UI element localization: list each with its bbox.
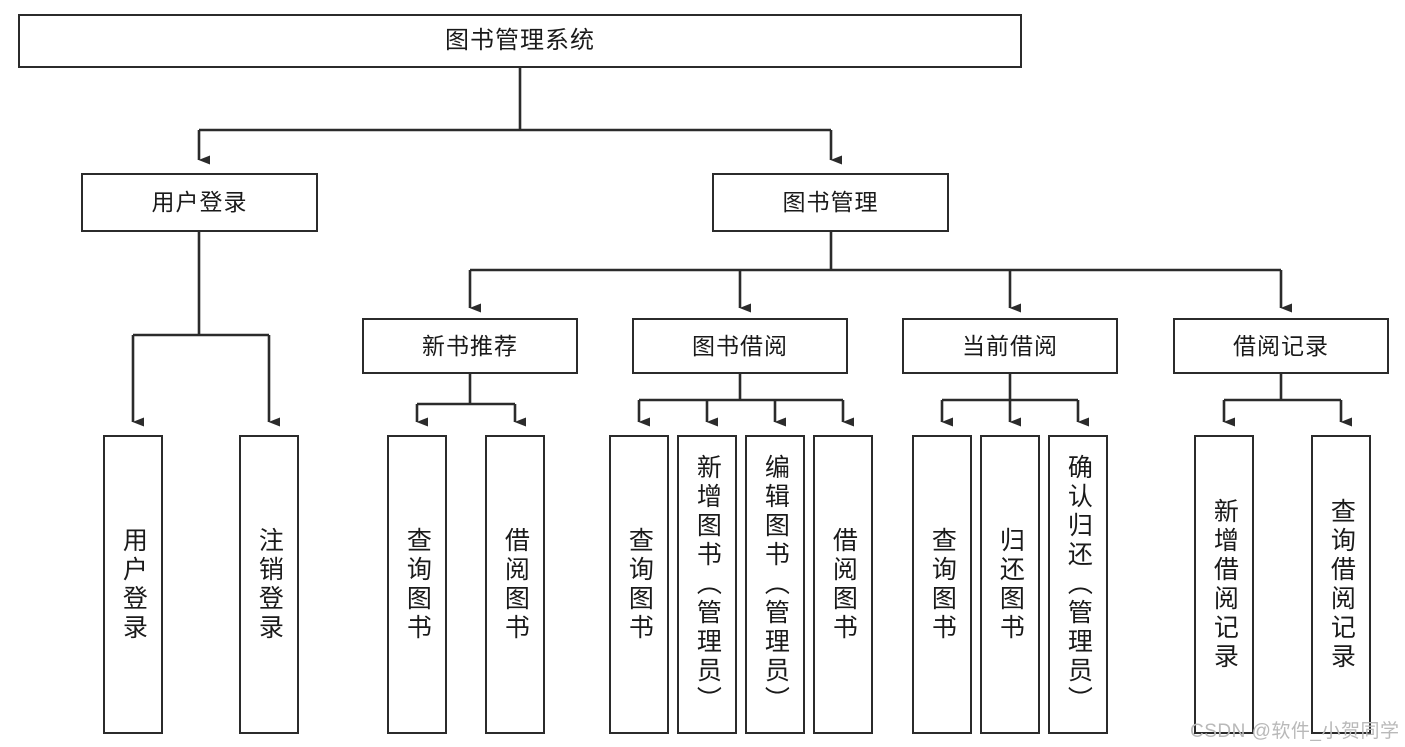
node-book-management[interactable]: 图书管理 xyxy=(712,173,949,232)
node-label: 用户登录 xyxy=(151,189,248,216)
leaf-records-query-record[interactable]: 查询借阅记录 xyxy=(1311,435,1371,734)
node-label: 查询借阅记录 xyxy=(1327,497,1356,672)
node-label: 查询图书 xyxy=(625,526,654,643)
node-book-borrow[interactable]: 图书借阅 xyxy=(632,318,848,374)
node-label: 查询图书 xyxy=(928,526,957,643)
node-label: 确认归还（管理员） xyxy=(1064,454,1093,715)
node-label: 当前借阅 xyxy=(962,332,1058,359)
node-label: 编辑图书（管理员） xyxy=(761,454,790,715)
node-label: 归还图书 xyxy=(996,526,1025,643)
leaf-records-add-record[interactable]: 新增借阅记录 xyxy=(1194,435,1254,734)
leaf-borrow-borrow-book[interactable]: 借阅图书 xyxy=(813,435,873,734)
node-label: 借阅图书 xyxy=(501,526,530,643)
node-borrow-records[interactable]: 借阅记录 xyxy=(1173,318,1389,374)
node-user-login[interactable]: 用户登录 xyxy=(81,173,318,232)
leaf-user-login-signout[interactable]: 注销登录 xyxy=(239,435,299,734)
node-label: 新书推荐 xyxy=(422,332,518,359)
leaf-borrow-edit-book[interactable]: 编辑图书（管理员） xyxy=(745,435,805,734)
node-label: 借阅图书 xyxy=(829,526,858,643)
node-label: 图书借阅 xyxy=(692,332,788,359)
node-label: 查询图书 xyxy=(403,526,432,643)
node-label: 图书管理系统 xyxy=(445,27,595,55)
node-label: 新增图书（管理员） xyxy=(693,454,722,715)
leaf-recommend-query-book[interactable]: 查询图书 xyxy=(387,435,447,734)
node-label: 注销登录 xyxy=(255,526,284,643)
node-current-borrow[interactable]: 当前借阅 xyxy=(902,318,1118,374)
leaf-user-login-signin[interactable]: 用户登录 xyxy=(103,435,163,734)
node-label: 新增借阅记录 xyxy=(1210,497,1239,672)
node-new-book-recommend[interactable]: 新书推荐 xyxy=(362,318,578,374)
leaf-borrow-add-book[interactable]: 新增图书（管理员） xyxy=(677,435,737,734)
leaf-current-query-book[interactable]: 查询图书 xyxy=(912,435,972,734)
node-label: 图书管理 xyxy=(782,189,879,216)
leaf-current-return-book[interactable]: 归还图书 xyxy=(980,435,1040,734)
leaf-current-confirm-return[interactable]: 确认归还（管理员） xyxy=(1048,435,1108,734)
leaf-borrow-query-book[interactable]: 查询图书 xyxy=(609,435,669,734)
node-label: 借阅记录 xyxy=(1233,332,1329,359)
node-label: 用户登录 xyxy=(119,526,148,643)
leaf-recommend-borrow-book[interactable]: 借阅图书 xyxy=(485,435,545,734)
node-root-system[interactable]: 图书管理系统 xyxy=(18,14,1022,68)
